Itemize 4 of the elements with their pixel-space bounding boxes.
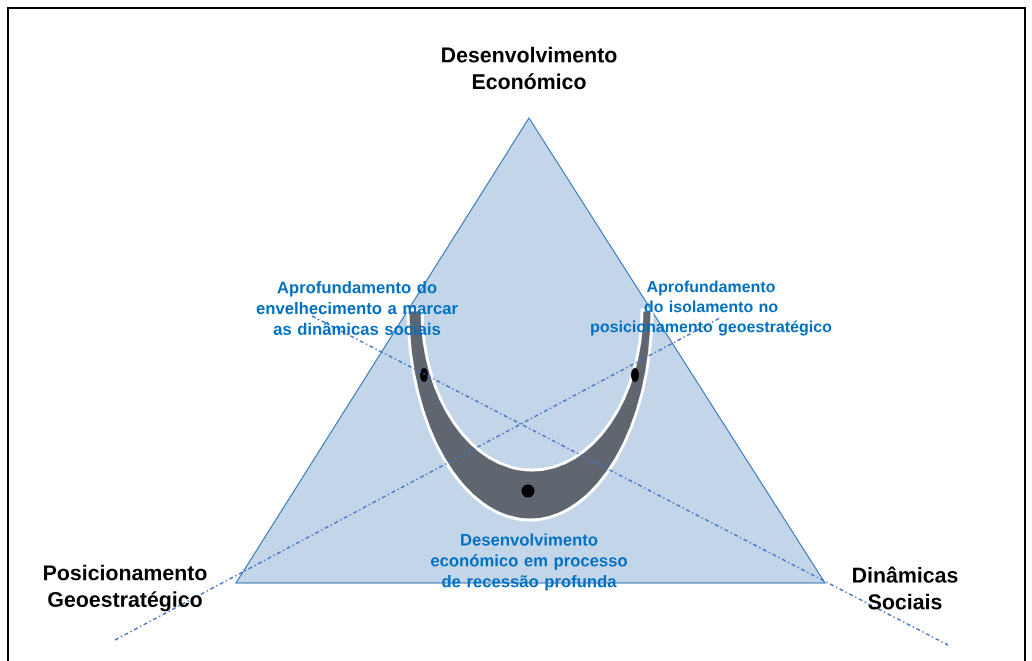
scenario-label: Desenvolvimento económico em processo de recessão profunda xyxy=(431,533,627,591)
corner-label: Desenvolvimento Económico xyxy=(442,46,617,90)
corner-label: Dinâmicas Sociais xyxy=(853,566,958,610)
corner-label: Posicionamento Geoestratégico xyxy=(44,564,207,612)
